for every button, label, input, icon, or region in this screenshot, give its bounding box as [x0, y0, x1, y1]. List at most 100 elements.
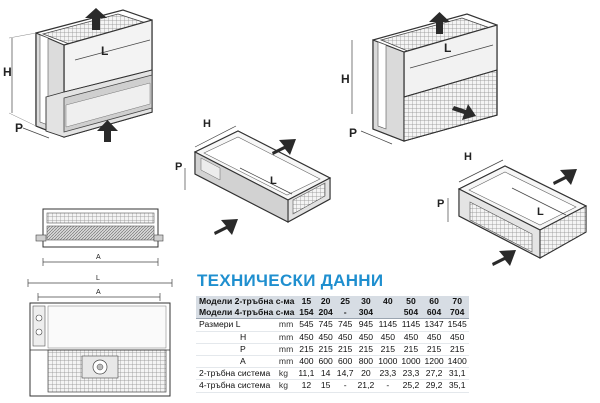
front-view-drawing [27, 279, 173, 397]
front-view-a-label: A [96, 289, 101, 296]
spec-model-cell: 304 [355, 307, 377, 320]
spec-value-cell: 450 [399, 331, 423, 344]
spec-value-cell: 800 [355, 355, 377, 369]
spec-value-cell: 215 [376, 343, 400, 356]
spec-value-cell: 450 [316, 331, 335, 344]
unit-2-isometric [351, 12, 498, 145]
spec-value-cell: 1347 [422, 318, 446, 332]
spec-value-cell: 1145 [399, 318, 423, 332]
spec-value-cell: 1000 [376, 355, 400, 369]
spec-value-cell: 450 [296, 331, 317, 344]
spec-value-cell: 29,2 [422, 379, 446, 393]
spec-model-cell: 70 [445, 296, 469, 308]
spec-model-cell: 40 [376, 296, 400, 308]
spec-row-unit: mm [276, 343, 297, 356]
spec-title: ТЕХНИЧЕСКИ ДАННИ [197, 271, 384, 290]
spec-value-cell: 14 [316, 367, 335, 381]
spec-value-cell: 23,3 [399, 367, 423, 381]
spec-value-cell: - [376, 379, 400, 393]
spec-value-cell: 450 [355, 331, 377, 344]
spec-model-cell: - [334, 307, 356, 320]
unit4-h-label: H [464, 151, 472, 163]
spec-row-label: 2-тръбна система [196, 367, 277, 381]
spec-value-cell: 12 [296, 379, 317, 393]
spec-value-cell: 745 [316, 318, 335, 332]
spec-row-unit: mm [276, 331, 297, 344]
spec-value-cell: 450 [422, 331, 446, 344]
spec-model-cell: 30 [355, 296, 377, 308]
unit4-l-label: L [537, 206, 544, 218]
spec-value-cell: 450 [445, 331, 469, 344]
spec-model-cell [376, 307, 400, 320]
spec-model-cell: 25 [334, 296, 356, 308]
unit-4-isometric [447, 159, 588, 266]
spec-value-cell: 23,3 [376, 367, 400, 381]
spec-row-label: A [196, 355, 277, 369]
spec-row-unit: mm [276, 355, 297, 369]
spec-value-cell: 600 [316, 355, 335, 369]
spec-value-cell: 1000 [399, 355, 423, 369]
unit2-h-label: H [341, 72, 350, 86]
spec-value-cell: 31,1 [445, 367, 469, 381]
unit3-h-label: H [203, 118, 211, 130]
spec-value-cell: 600 [334, 355, 356, 369]
spec-value-cell: 11,1 [296, 367, 317, 381]
spec-value-cell: 215 [296, 343, 317, 356]
spec-row-unit: mm [276, 318, 297, 332]
spec-value-cell: 1200 [422, 355, 446, 369]
spec-header-label: Модели 4-тръбна с-ма [196, 307, 297, 320]
spec-value-cell: 15 [316, 379, 335, 393]
spec-value-cell: 35,1 [445, 379, 469, 393]
spec-row-unit: kg [276, 379, 297, 393]
front-view-l-label: L [96, 275, 100, 282]
spec-value-cell: 20 [355, 367, 377, 381]
spec-value-cell: 745 [334, 318, 356, 332]
spec-value-cell: 945 [355, 318, 377, 332]
unit2-p-label: P [349, 126, 358, 140]
spec-value-cell: 450 [376, 331, 400, 344]
unit-3-isometric [184, 125, 332, 235]
spec-value-cell: 14,7 [334, 367, 356, 381]
side-view-a-label: A [96, 254, 101, 261]
spec-value-cell: 1545 [445, 318, 469, 332]
spec-value-cell: 215 [334, 343, 356, 356]
unit1-h-label: H [3, 65, 12, 79]
spec-value-cell: 1400 [445, 355, 469, 369]
spec-row-label: P [196, 343, 277, 356]
spec-value-cell: 215 [445, 343, 469, 356]
unit3-p-label: P [175, 161, 183, 173]
spec-value-cell: 27,2 [422, 367, 446, 381]
spec-row-unit: kg [276, 367, 297, 381]
spec-value-cell: 215 [399, 343, 423, 356]
spec-header-label: Модели 2-тръбна с-ма [196, 296, 297, 308]
spec-model-cell: 15 [296, 296, 317, 308]
spec-row-label: H [196, 331, 277, 344]
spec-value-cell: 1145 [376, 318, 400, 332]
spec-value-cell: 450 [334, 331, 356, 344]
unit1-p-label: P [15, 121, 24, 135]
spec-model-cell: 204 [316, 307, 335, 320]
spec-row-label: 4-тръбна система [196, 379, 277, 393]
unit1-l-label: L [101, 44, 109, 58]
spec-value-cell: 25,2 [399, 379, 423, 393]
spec-model-cell: 154 [296, 307, 317, 320]
spec-value-cell: - [334, 379, 356, 393]
unit4-p-label: P [437, 198, 445, 210]
spec-value-cell: 215 [355, 343, 377, 356]
spec-model-cell: 60 [422, 296, 446, 308]
spec-model-cell: 704 [445, 307, 469, 320]
spec-row-label: Размери L [196, 318, 277, 332]
spec-value-cell: 215 [316, 343, 335, 356]
spec-value-cell: 400 [296, 355, 317, 369]
unit2-l-label: L [444, 41, 452, 55]
unit-1-isometric [8, 8, 153, 142]
spec-value-cell: 215 [422, 343, 446, 356]
